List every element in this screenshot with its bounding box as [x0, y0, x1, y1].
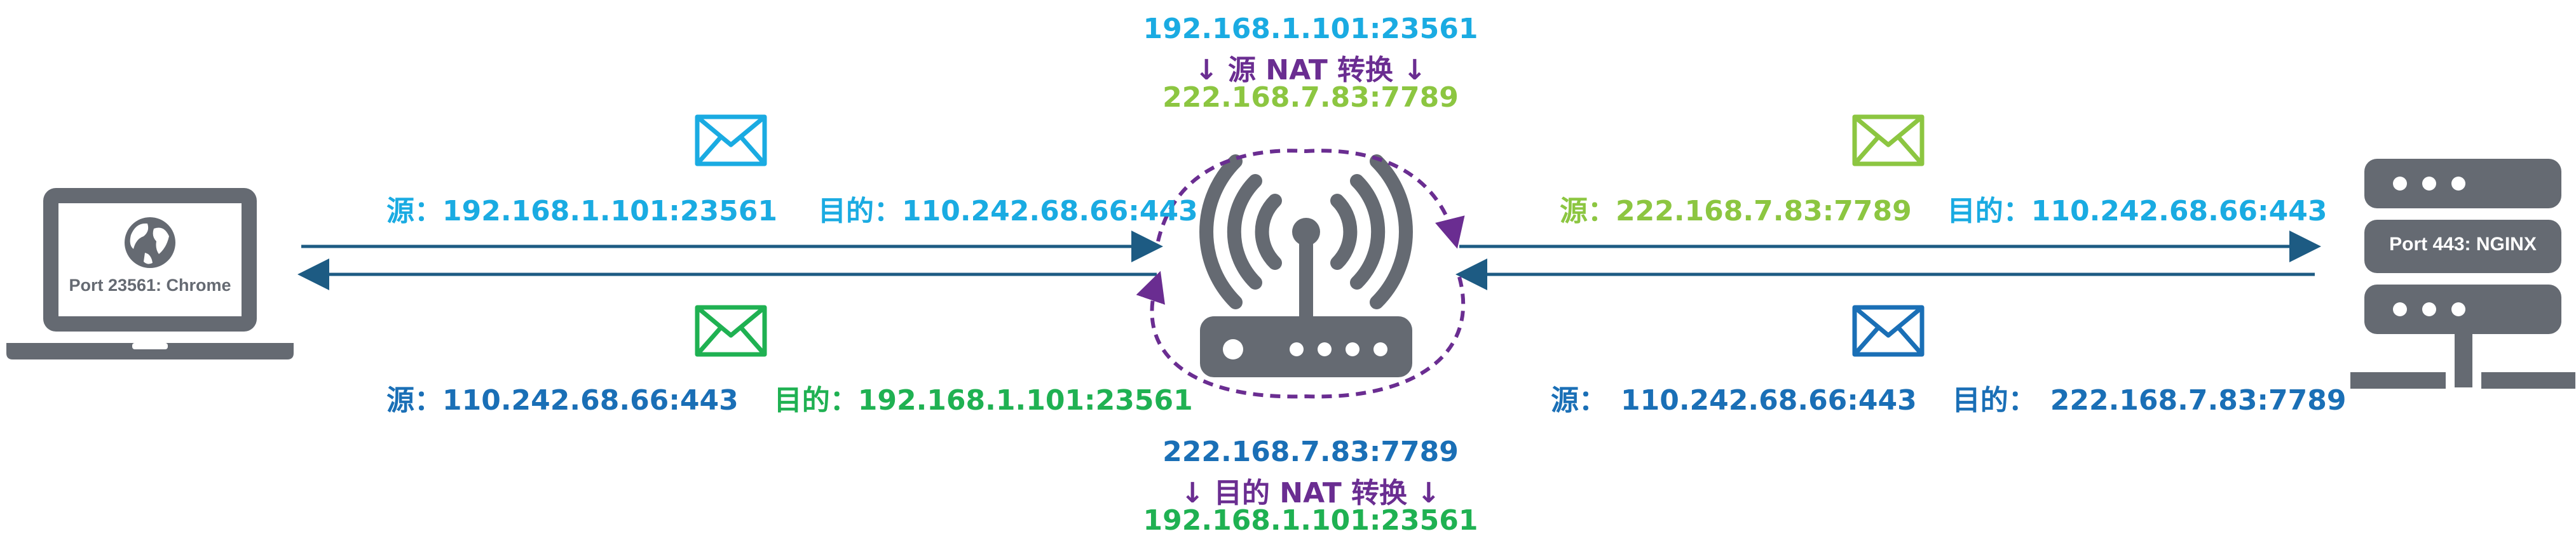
globe-icon [125, 217, 175, 268]
packet-left-inbound: 源：110.242.68.66:443 目的：192.168.1.101:2356… [386, 377, 1193, 418]
router-icon [1199, 154, 1413, 377]
dst-value: 110.242.68.66:443 [901, 195, 1198, 227]
snat-arc [1156, 149, 1465, 249]
dnat-after: 192.168.1.101:23561 [1143, 504, 1478, 537]
snat-label: ↓ 源 NAT 转换 ↓ [1194, 54, 1427, 86]
packet-left-outbound: 源：192.168.1.101:23561 目的：110.242.68.66:44… [386, 188, 1198, 229]
server-icon [2350, 159, 2575, 389]
envelope-icon [695, 305, 767, 357]
src-label: 源： [386, 195, 442, 227]
envelope-icon [1852, 305, 1925, 357]
dst-value: 222.168.7.83:7789 [2050, 384, 2347, 417]
dst-label: 目的： [773, 384, 858, 417]
packet-right-inbound: 源： 110.242.68.66:443 目的： 222.168.7.83:7789 [1551, 377, 2347, 418]
snat-before: 192.168.1.101:23561 [1143, 13, 1478, 45]
packet-right-outbound: 源：222.168.7.83:7789 目的：110.242.68.66:443 [1560, 188, 2327, 229]
dst-label: 目的： [1952, 384, 2036, 417]
envelope-icon [695, 114, 767, 166]
src-value: 222.168.7.83:7789 [1616, 195, 1912, 227]
dst-value: 110.242.68.66:443 [2031, 195, 2327, 227]
dnat-label: ↓ 目的 NAT 转换 ↓ [1180, 477, 1441, 509]
src-label: 源： [1551, 384, 1607, 417]
src-value: 110.242.68.66:443 [1621, 384, 1917, 417]
src-value: 192.168.1.101:23561 [442, 195, 777, 227]
dnat-arc [1136, 271, 1466, 399]
dst-label: 目的： [817, 195, 902, 227]
src-value: 110.242.68.66:443 [442, 384, 739, 417]
client-port-label: Port 23561: Chrome [69, 276, 231, 295]
dnat-before: 222.168.7.83:7789 [1162, 436, 1459, 468]
server-port-label: Port 443: NGINX [2389, 234, 2537, 255]
src-label: 源： [386, 384, 442, 417]
snat-after: 222.168.7.83:7789 [1162, 81, 1459, 114]
dst-label: 目的： [1947, 195, 2031, 227]
laptop-icon [6, 188, 294, 359]
envelope-icon [1852, 114, 1925, 166]
src-label: 源： [1560, 195, 1616, 227]
dst-value: 192.168.1.101:23561 [857, 384, 1193, 417]
flow-arrows [297, 231, 2321, 290]
